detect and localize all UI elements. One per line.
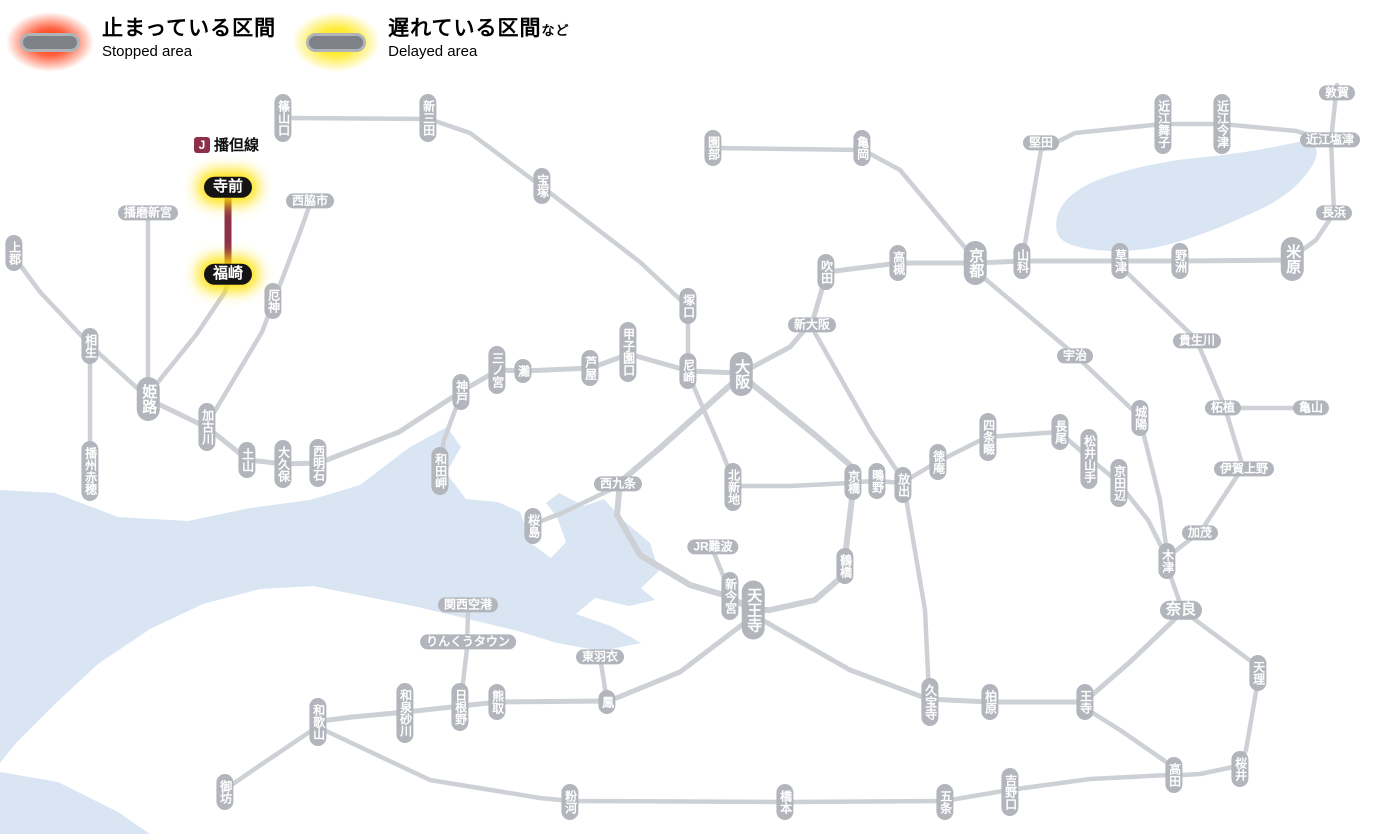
water-lake-biwa xyxy=(1056,141,1317,251)
rail-line-sagano xyxy=(711,145,975,259)
alert-line-badge: J 播但線 xyxy=(189,133,265,156)
rail-segment-icon xyxy=(20,32,80,52)
rail-line-tokaido-biwako xyxy=(742,257,1295,374)
rail-line-kix-line xyxy=(458,608,471,703)
rail-line-yamatoji xyxy=(754,614,1180,705)
jr-line-logo-icon: J xyxy=(194,136,210,153)
water-kii-channel xyxy=(0,772,150,834)
rail-line-loop-bottom xyxy=(730,596,750,610)
legend-stopped-label-en: Stopped area xyxy=(102,43,193,60)
rail-line-gakkentoshi xyxy=(852,429,1168,557)
rail-line-kansai-east xyxy=(1166,405,1314,559)
rail-segment-icon xyxy=(306,32,367,52)
rail-line-wakayama-line xyxy=(319,726,1171,805)
legend-delayed-text: 遅れている区間など Delayed area xyxy=(388,12,569,60)
legend-delayed-label-ja: 遅れている区間など xyxy=(388,12,569,42)
rail-line-loop-west xyxy=(614,377,739,598)
rail-line-hagoromo xyxy=(598,660,609,698)
rail-line-takada-oji xyxy=(1085,707,1175,769)
rail-line-yamatoji-west xyxy=(711,550,732,593)
rail-line-osaka-higashi-south xyxy=(902,489,932,698)
rail-line-osaka-higashi-north xyxy=(812,330,904,480)
legend-stopped-text: 止まっている区間 Stopped area xyxy=(102,12,276,60)
rail-line-loop-east-lower xyxy=(842,487,856,563)
rail-line-sakurai-line xyxy=(1179,613,1261,778)
delayed-glow-icon xyxy=(292,12,381,72)
rail-line-fukuchiyama xyxy=(282,115,691,367)
rail-line-loop-east-upper xyxy=(744,377,856,479)
rail-line-kusatsu-line xyxy=(1119,265,1225,403)
rail-line-kizu-nara xyxy=(1164,563,1183,606)
rail-line-tozai-line xyxy=(687,375,853,489)
legend-stopped-label-ja: 止まっている区間 xyxy=(102,17,277,40)
rail-line-yumesaki-line xyxy=(533,486,615,526)
rail-line-loop-south xyxy=(757,571,848,613)
alert-line-name: 播但線 xyxy=(214,137,260,154)
rail-line-bantan-gray xyxy=(147,277,231,395)
legend-delayed-suffix: など xyxy=(541,23,570,38)
legend-stopped: 止まっている区間 Stopped area xyxy=(6,12,276,72)
legend-delayed-label-en: Delayed area xyxy=(388,43,478,60)
legend: 止まっている区間 Stopped area 遅れている区間など Delayed … xyxy=(6,12,570,72)
legend-delayed-main: 遅れている区間 xyxy=(388,17,542,40)
rail-line-sanyo-west xyxy=(12,255,150,400)
rail-line-hanwa xyxy=(318,615,754,724)
water-osaka-bay xyxy=(0,427,659,763)
rail-line-kisei xyxy=(227,726,317,789)
stopped-glow-icon xyxy=(6,12,94,72)
legend-delayed: 遅れている区間など Delayed area xyxy=(292,12,569,72)
